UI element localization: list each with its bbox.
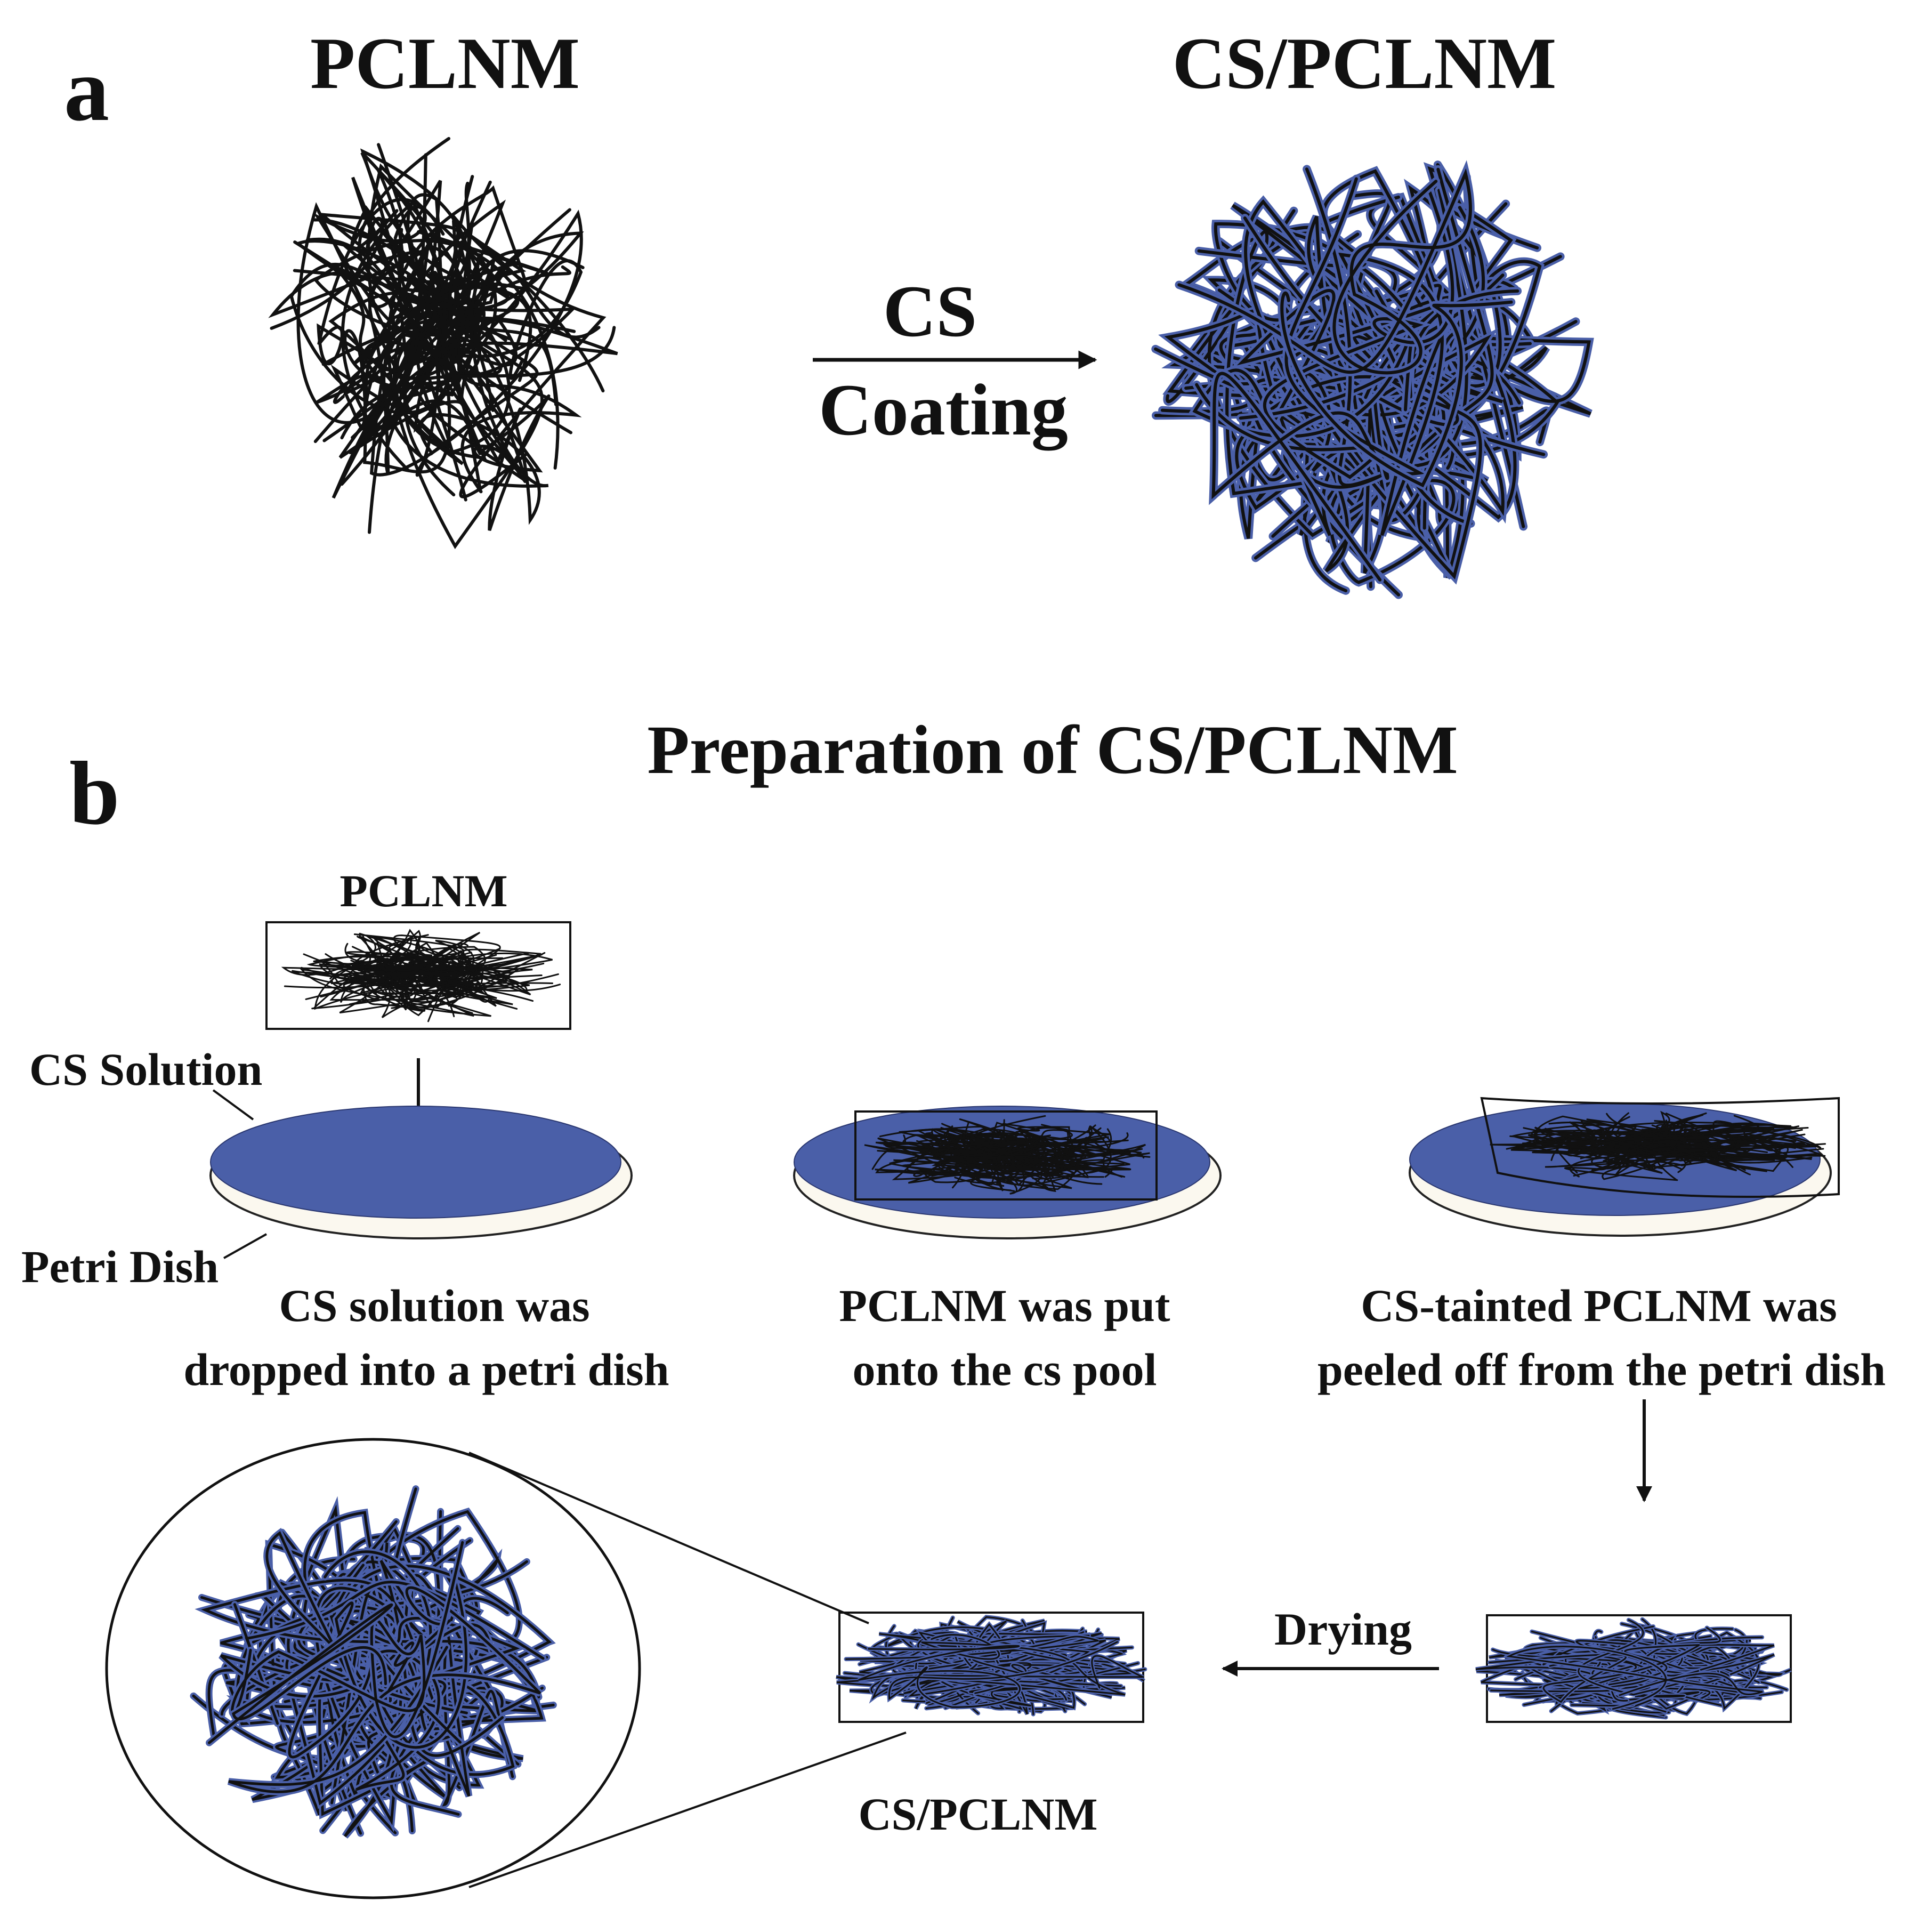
petri-dish-1 <box>209 1106 633 1239</box>
fiber-strand <box>892 1145 1064 1180</box>
fiber-strand <box>220 1531 493 1791</box>
coating-arrow-bottom-label: Coating <box>819 369 1068 450</box>
panel-a-letter: a <box>64 39 109 140</box>
panel-b-letter: b <box>69 743 120 843</box>
fiber-strand <box>1606 1113 1797 1168</box>
membrane-fibers-on-pool <box>864 1115 1151 1195</box>
fiber-strand <box>969 1115 1123 1178</box>
fiber-strand <box>320 950 553 992</box>
fiber-strand <box>845 1636 1112 1698</box>
petri-dish-3 <box>1409 1097 1840 1237</box>
fiber-strand <box>1490 1129 1789 1181</box>
fiber-strand <box>936 1119 1039 1165</box>
peeled-membrane-fibers <box>1490 1110 1826 1181</box>
pclnm-fiber-cluster <box>268 137 618 550</box>
fiber-strand <box>1489 1644 1700 1703</box>
fiber-strand <box>351 271 495 460</box>
fiber-strand <box>1569 1128 1751 1178</box>
fiber-strand <box>1211 177 1425 582</box>
fiber-strand <box>1591 1114 1813 1164</box>
final-membrane-fibers <box>836 1615 1147 1717</box>
cs-pclnm-fiber-cluster <box>1151 160 1594 599</box>
petri-dish-2 <box>793 1106 1222 1239</box>
membrane-frame <box>265 921 571 1030</box>
fiber-strand <box>1197 169 1445 495</box>
peeled-membrane-frame <box>1480 1097 1840 1198</box>
coating-arrow-top-label: CS <box>883 270 977 352</box>
step2-caption-line1: PCLNM was put <box>839 1280 1170 1331</box>
membrane-fibers <box>281 929 561 1022</box>
coated-membrane-fibers-right <box>1475 1617 1792 1720</box>
fiber-strand <box>305 137 577 377</box>
fiber-strand <box>1236 289 1449 443</box>
petri-dish-label: Petri Dish <box>21 1241 219 1292</box>
panel-a-left-title: PCLNM <box>310 22 580 104</box>
fiber-strand <box>879 1124 1073 1156</box>
step2-caption-line2: onto the cs pool <box>853 1344 1157 1395</box>
petri-dish-leader <box>223 1233 267 1259</box>
fiber-strand <box>1177 168 1472 375</box>
cs-pool-1 <box>210 1106 621 1219</box>
fiber-strand <box>1574 1115 1822 1154</box>
fiber-strand <box>208 1603 393 1744</box>
result-label: CS/PCLNM <box>858 1789 1097 1840</box>
fiber-strand <box>877 1128 1083 1183</box>
fiber-strand <box>1646 1125 1757 1169</box>
magnified-fiber-cluster <box>190 1485 557 1839</box>
fiber-strand <box>1280 291 1513 488</box>
step3-caption-line1: CS-tainted PCLNM was <box>1361 1280 1837 1331</box>
cs-solution-leader <box>212 1089 254 1121</box>
membrane-frame-2 <box>854 1110 1158 1201</box>
fiber-strand <box>317 175 510 355</box>
fiber-strand <box>313 199 585 488</box>
fiber-strand <box>325 935 486 994</box>
fiber-strand <box>1506 1646 1763 1710</box>
fiber-strand <box>442 1597 514 1807</box>
fiber-strand <box>1548 1121 1775 1165</box>
cs-solution-label: CS Solution <box>29 1044 262 1095</box>
fiber-strand <box>313 169 560 470</box>
panel-a-right-title: CS/PCLNM <box>1173 22 1557 104</box>
fiber-strand <box>974 1138 1104 1178</box>
panel-b-title: Preparation of CS/PCLNM <box>647 712 1458 788</box>
fiber-strand <box>1604 1129 1812 1164</box>
fiber-strand <box>361 953 458 983</box>
fiber-strand <box>914 1634 1144 1696</box>
drying-label: Drying <box>1274 1604 1412 1655</box>
fiber-strand <box>1475 1640 1775 1702</box>
step1-caption-line1: CS solution was <box>279 1280 589 1331</box>
fiber-strand <box>231 1541 464 1738</box>
fiber-strand <box>858 1641 1118 1708</box>
zoom-line-top <box>468 1452 869 1624</box>
zoom-line-bottom <box>468 1731 907 1888</box>
fiber-strand <box>313 975 426 1012</box>
step1-caption-line2: dropped into a petri dish <box>183 1344 669 1395</box>
membrane-label: PCLNM <box>339 865 507 916</box>
step3-caption-line2: peeled off from the petri dish <box>1317 1344 1886 1395</box>
fiber-strand <box>384 946 513 1005</box>
final-membrane-frame <box>838 1612 1144 1723</box>
fiber-strand <box>875 1144 1131 1189</box>
fiber-strand <box>228 1586 541 1793</box>
